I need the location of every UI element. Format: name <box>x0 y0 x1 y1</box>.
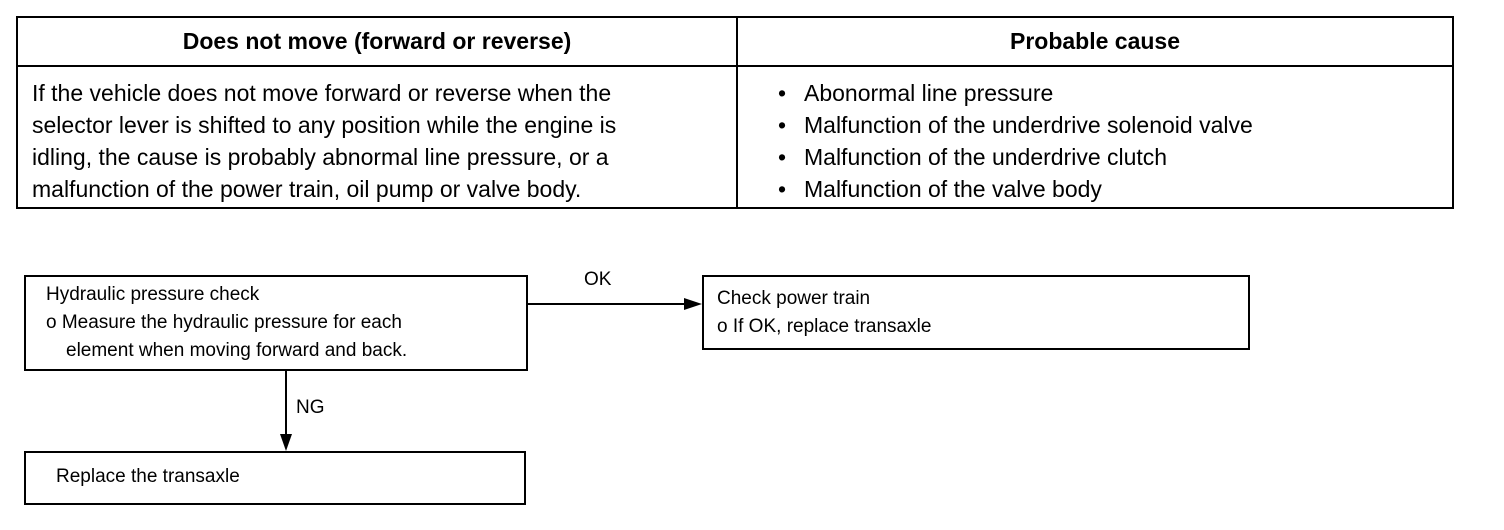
bullet-icon: • <box>778 80 787 106</box>
cause-item: • Abonormal line pressure <box>774 77 1253 109</box>
cause-item: • Malfunction of the underdrive solenoid… <box>774 109 1253 141</box>
symptom-header: Does not move (forward or reverse) <box>182 28 572 54</box>
ng-label: NG <box>296 397 325 418</box>
bullet-icon: • <box>778 112 787 138</box>
cause-text: Malfunction of the underdrive solenoid v… <box>804 112 1253 138</box>
ok-label: OK <box>584 269 612 290</box>
cause-text: Malfunction of the valve body <box>804 176 1102 202</box>
check-box-title: Hydraulic pressure check <box>46 284 260 305</box>
check-power-train-box: Check power train o If OK, replace trans… <box>702 275 1250 350</box>
hydraulic-pressure-check-box: Hydraulic pressure check o Measure the h… <box>24 275 528 371</box>
description-line: If the vehicle does not move forward or … <box>32 80 612 106</box>
cause-item: • Malfunction of the underdrive clutch <box>774 141 1253 173</box>
probable-cause-list: • Abonormal line pressure • Malfunction … <box>774 77 1253 205</box>
probable-cause-header: Probable cause <box>1009 28 1181 54</box>
table-header-row: Does not move (forward or reverse) Proba… <box>18 18 1452 67</box>
symptom-description: If the vehicle does not move forward or … <box>32 77 732 205</box>
replace-transaxle-box: Replace the transaxle <box>24 451 526 505</box>
description-line: idling, the cause is probably abnormal l… <box>32 144 609 170</box>
power-train-title: Check power train <box>717 288 871 309</box>
ok-arrowhead-icon <box>684 298 702 310</box>
ng-arrowhead-icon <box>280 434 292 451</box>
description-line: malfunction of the power train, oil pump… <box>32 176 582 202</box>
description-line: selector lever is shifted to any positio… <box>32 112 617 138</box>
replace-title: Replace the transaxle <box>56 466 240 487</box>
cause-text: Malfunction of the underdrive clutch <box>804 144 1168 170</box>
check-box-line: o Measure the hydraulic pressure for eac… <box>46 312 402 333</box>
cause-item: • Malfunction of the valve body <box>774 173 1253 205</box>
power-train-line: o If OK, replace transaxle <box>717 316 932 337</box>
symptom-table: Does not move (forward or reverse) Proba… <box>16 16 1454 209</box>
cause-text: Abonormal line pressure <box>804 80 1054 106</box>
column-divider <box>736 18 738 207</box>
bullet-icon: • <box>778 176 787 202</box>
check-box-line: element when moving forward and back. <box>66 340 408 361</box>
bullet-icon: • <box>778 144 787 170</box>
